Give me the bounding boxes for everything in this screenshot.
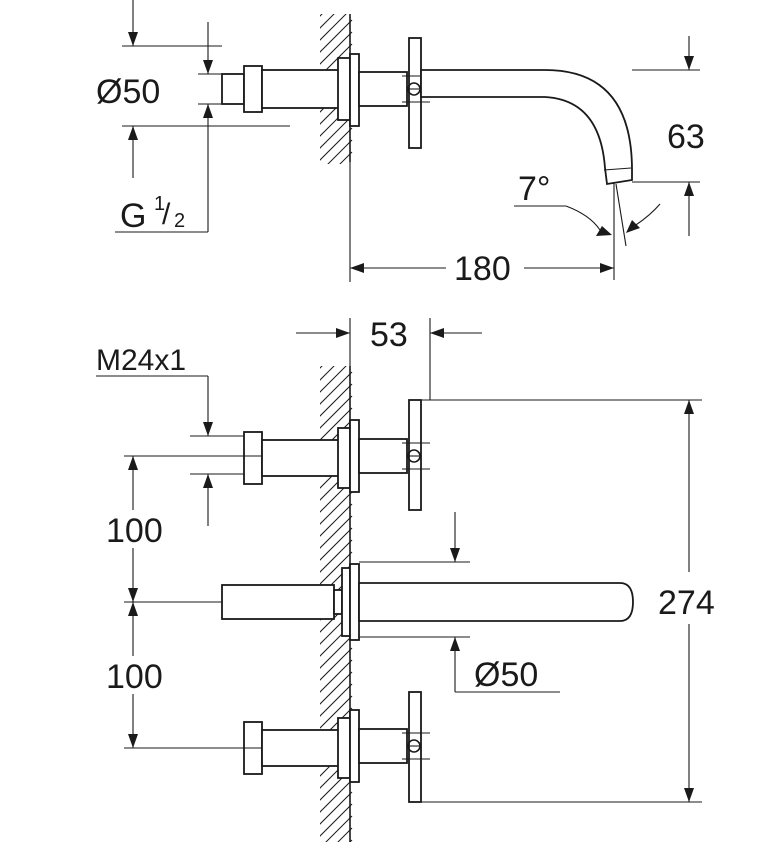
wall-hatch-line [320,671,353,705]
thread-label-slash: / [162,198,171,231]
wall-hatch-line [320,43,353,77]
wall-hatch-line [339,151,353,164]
angle-dimension: 7° [514,170,661,280]
spacing-dimensions: 100 100 [106,455,262,749]
angle-label: 7° [518,170,551,208]
wall-hatch-line [320,14,323,17]
thread-label-g: G [120,197,146,235]
wall-hatch-line [320,395,353,429]
spout-diameter-dimension: Ø50 [359,512,560,694]
spout-front [221,563,634,641]
wall-hatch-line [320,127,353,161]
spout-side [420,69,633,186]
cross-handle-top [358,37,430,149]
wall-hatch-line [320,515,353,549]
wall-hatch-line [320,14,335,29]
wall-hatch-line [320,31,353,65]
wall-hatch-line [320,366,347,393]
diameter-label-top: Ø50 [96,73,160,111]
wall-hatch-line [320,707,353,741]
thread-dimension-front: M24x1 [96,344,244,526]
upper-spacing-label: 100 [106,512,163,550]
wall-hatch-line [320,366,335,381]
lower-spacing-label: 100 [106,658,163,696]
height-label: 63 [667,118,705,156]
wall-hatch-line [320,366,323,369]
wall-hatch-line [320,539,353,573]
wall-hatch-line [310,324,352,366]
thread-label-num: 1 [154,193,165,215]
wall-hatch-line [349,839,353,842]
wall-hatch-line [320,371,353,405]
wall-hatch-line [320,407,353,441]
upper-valve [243,399,430,511]
wall-hatch-line [320,115,353,149]
projection-label: 180 [454,250,511,288]
wall-hatch-line [310,0,352,14]
wall-hatch-line [320,683,353,717]
height-dimension: 63 [632,36,705,236]
wall-hatch-line [320,803,353,837]
depth-dimension: 53 [296,316,482,400]
total-height-label: 274 [658,584,715,622]
wall-hatch-line [320,19,353,53]
wall-hatch-line [320,779,353,813]
wall-hatch-line [320,383,353,417]
wall-hatch-line [320,551,353,585]
side-view: Ø50 G 1 / 2 63 [96,0,705,288]
wall-hatch-line [320,659,353,693]
wall-hatch-line [320,503,353,537]
spout-diameter-label: Ø50 [474,656,538,694]
wall-hatch-line [337,827,353,842]
wall-hatch-line [320,695,353,729]
thread-label-den: 2 [174,210,185,232]
wall-hatch-line [327,139,353,164]
wall-hatch-line [320,527,353,561]
thread-dimension-top: G 1 / 2 [120,0,290,235]
diameter-dimension-top: Ø50 [96,22,244,233]
total-height-dimension: 274 [421,399,715,803]
depth-label: 53 [370,316,408,354]
wall-hatch-line [320,14,347,41]
wall-hatch-line [325,815,353,842]
wall-hatch-line [320,791,353,825]
concealed-body-top [221,53,360,127]
wall-hatch-line [320,491,353,525]
front-view: 53 [96,316,715,842]
wall-hatch-line [320,635,353,669]
projection-dimension: 180 [349,162,614,288]
wall-hatch-line [320,647,353,681]
lower-valve [243,691,430,803]
thread-label-m24: M24x1 [96,344,186,377]
